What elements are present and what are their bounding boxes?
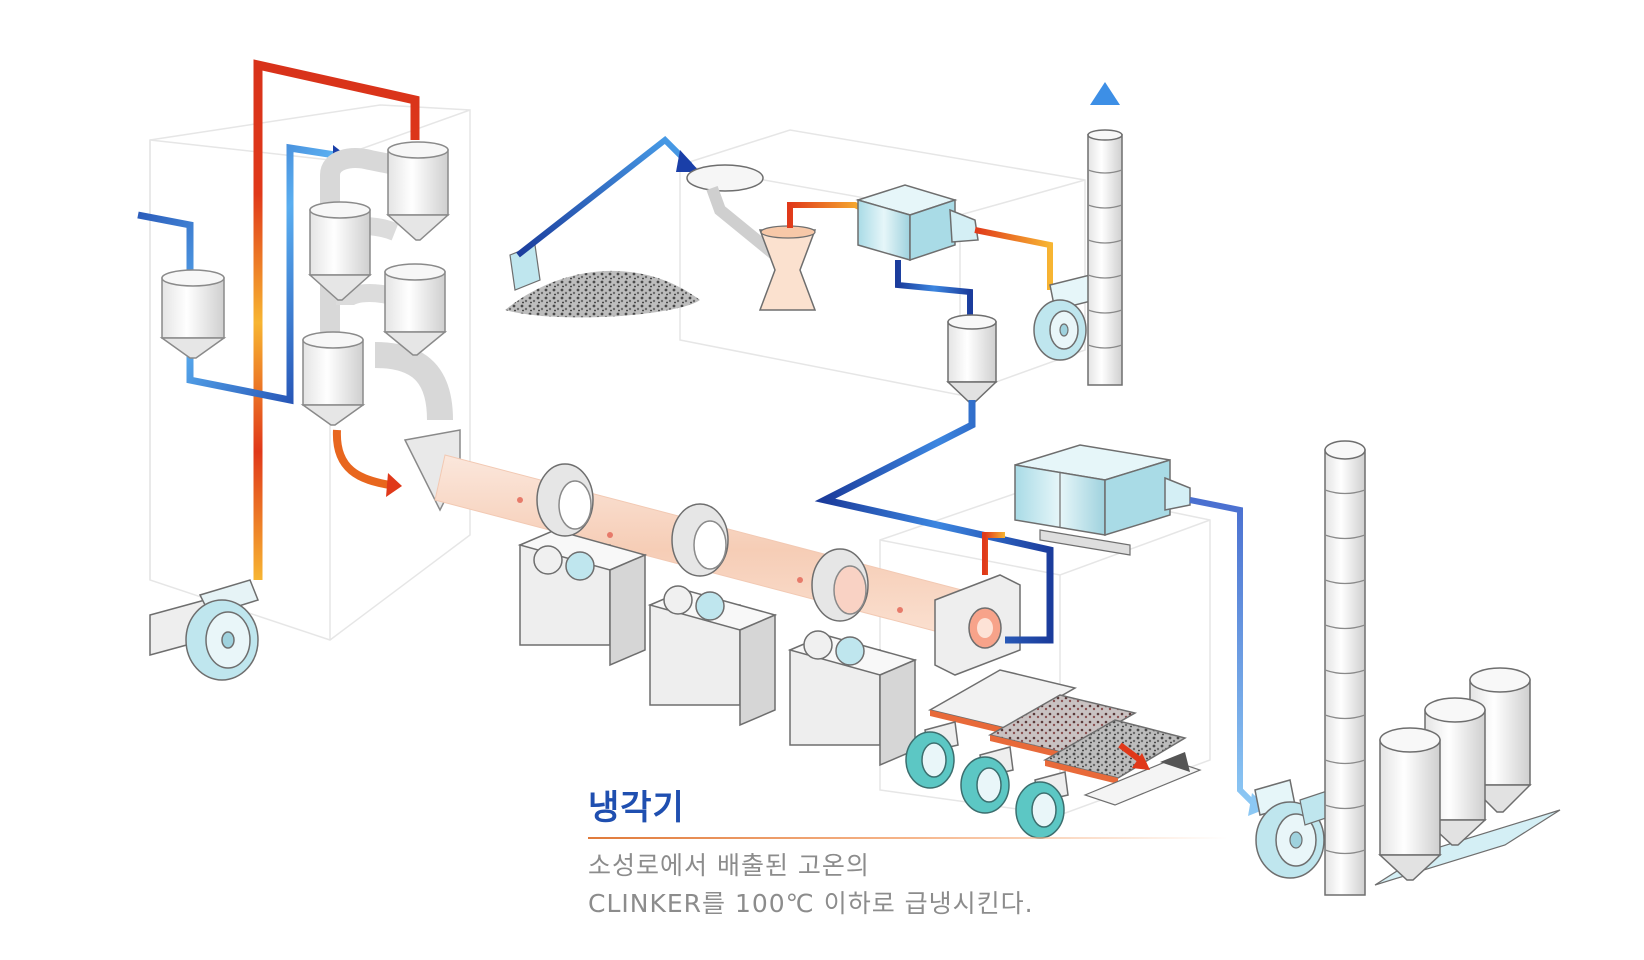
meal-flow-arrow <box>332 429 391 489</box>
main-stack <box>1324 440 1366 896</box>
mill-dust-collector <box>855 184 979 262</box>
conveyor-arrow-icon <box>676 150 700 172</box>
caption-line-1: 소성로에서 배출된 고온의 <box>588 851 870 880</box>
caption-line-2: CLINKER를 100℃ 이하로 급냉시킨다. <box>588 889 1034 918</box>
clinker-silo-1 <box>1378 727 1442 881</box>
kiln-feed-line <box>814 400 1054 644</box>
preheater-tower <box>159 141 461 512</box>
kiln-firing-hood <box>934 574 1021 676</box>
clinker-cooler <box>927 669 1202 806</box>
meal-arrow-icon <box>386 473 402 497</box>
preheater-fan <box>149 579 259 681</box>
exhaust-arrow-icon <box>1090 82 1120 105</box>
caption-divider <box>588 837 1228 839</box>
mill-fan <box>1033 274 1096 361</box>
cooler-dust-collector <box>1014 444 1191 556</box>
cyclone-1 <box>386 141 450 241</box>
cooler-fan-3 <box>1015 771 1069 839</box>
cooler-fan-2 <box>960 746 1014 814</box>
clinker-silos <box>1374 667 1561 886</box>
side-cyclone <box>159 269 227 359</box>
hot-gas-duct <box>253 59 420 580</box>
cooler-hot-air-duct <box>982 532 1005 575</box>
cyclone-3 <box>382 263 448 356</box>
cooler-exhaust-duct <box>1189 497 1258 808</box>
raw-material-pile <box>505 136 700 318</box>
cooler-caption: 냉각기 소성로에서 배출된 고온의 CLINKER를 100℃ 이하로 급냉시킨… <box>588 780 1288 923</box>
raw-material-conveyor <box>516 136 693 258</box>
clinker-discharge-chute <box>1083 759 1202 806</box>
kiln-support-1 <box>517 463 648 667</box>
kiln-support-3 <box>787 548 918 767</box>
caption-title: 냉각기 <box>588 788 685 828</box>
raw-meal-silo <box>946 314 998 403</box>
mill-stack <box>1087 82 1123 386</box>
raw-meal-transfer <box>895 260 973 318</box>
raw-mill <box>686 164 817 311</box>
kiln-support-2 <box>647 503 778 727</box>
cyclone-2 <box>308 201 372 301</box>
cooler-fan <box>1254 779 1336 879</box>
clinker-silo-3 <box>1468 667 1532 813</box>
mill-hot-gas-duct <box>787 202 867 228</box>
collector-exhaust-duct <box>974 227 1053 290</box>
cyclone-4 <box>300 331 366 426</box>
cooler-fan-1 <box>905 721 959 789</box>
clinker-flow-arrow-icon <box>1132 753 1150 770</box>
